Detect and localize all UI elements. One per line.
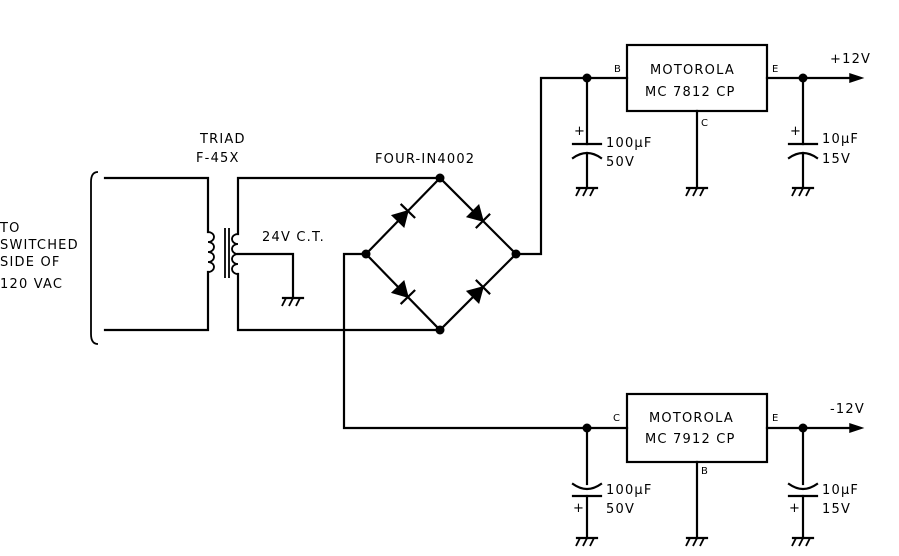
cap-polarity: + bbox=[573, 501, 585, 516]
diode-icon bbox=[465, 279, 491, 305]
secondary-bottom-lead bbox=[236, 272, 442, 332]
reg-neg-cin-value: 100µF bbox=[606, 483, 653, 498]
reg-pos-cout-voltage: 15V bbox=[822, 152, 851, 167]
reg-neg-pin-in: C bbox=[613, 413, 620, 424]
bridge-rectifier bbox=[361, 173, 521, 335]
capacitor-icon bbox=[787, 482, 819, 498]
secondary-top-lead bbox=[236, 176, 442, 236]
transformer-model: F-45X bbox=[196, 151, 240, 166]
cap-polarity: + bbox=[574, 124, 586, 139]
reg-neg-output: -12V bbox=[830, 402, 865, 417]
reg-pos-output: +12V bbox=[830, 52, 871, 67]
transformer-name: TRIAD bbox=[199, 132, 246, 147]
center-tap-label: 24V C.T. bbox=[262, 230, 325, 245]
primary-wire-bottom bbox=[103, 270, 210, 332]
input-brace bbox=[90, 171, 99, 345]
reg-pos-cin-voltage: 50V bbox=[606, 155, 635, 170]
reg-pos-brand: MOTOROLA bbox=[650, 63, 735, 78]
reg-neg-cin-voltage: 50V bbox=[606, 502, 635, 517]
reg-neg-cout-voltage: 15V bbox=[822, 502, 851, 517]
ac-input-label: TO SWITCHED SIDE OF 120 VAC bbox=[0, 221, 79, 292]
reg-pos-part: MC 7812 CP bbox=[645, 85, 736, 100]
primary-wire-top bbox=[103, 176, 210, 234]
input-label-line3: SIDE OF bbox=[0, 255, 61, 270]
diode-icon bbox=[390, 279, 416, 305]
reg-neg-pin-gnd: B bbox=[701, 466, 708, 477]
center-tap-lead bbox=[236, 252, 295, 300]
capacitor-icon bbox=[571, 482, 603, 498]
primary-coil bbox=[207, 231, 215, 273]
negative-rail-wire bbox=[342, 252, 629, 430]
negative-regulator: MOTOROLA MC 7912 CP bbox=[625, 392, 769, 464]
reg-pos-pin-in: B bbox=[614, 64, 621, 75]
ground-icon bbox=[575, 536, 599, 547]
ct-ground-icon bbox=[281, 296, 305, 307]
input-label-line1: TO bbox=[0, 221, 21, 236]
reg-neg-part: MC 7912 CP bbox=[645, 432, 736, 447]
reg-pos-pin-gnd: C bbox=[701, 118, 708, 129]
reg-neg-cout-value: 10µF bbox=[822, 483, 859, 498]
positive-regulator: MOTOROLA MC 7812 CP bbox=[625, 43, 769, 113]
input-label-line4: 120 VAC bbox=[0, 277, 63, 292]
reg-pos-cout-value: 10µF bbox=[822, 132, 859, 147]
input-label-line2: SWITCHED bbox=[0, 238, 79, 253]
diode-icon bbox=[390, 203, 416, 229]
reg-neg-pin-out: E bbox=[772, 413, 778, 424]
cap-polarity: + bbox=[789, 501, 801, 516]
ground-icon bbox=[685, 536, 709, 547]
reg-pos-pin-out: E bbox=[772, 64, 778, 75]
ground-icon bbox=[791, 186, 815, 197]
bridge-label: FOUR-IN4002 bbox=[375, 152, 475, 167]
ground-icon bbox=[575, 186, 599, 197]
reg-pos-cin-value: 100µF bbox=[606, 136, 653, 151]
output-arrow-icon bbox=[849, 422, 865, 434]
diode-icon bbox=[465, 203, 491, 229]
ground-icon bbox=[685, 186, 709, 197]
output-arrow-icon bbox=[849, 72, 865, 84]
transformer bbox=[207, 176, 442, 332]
reg-neg-brand: MOTOROLA bbox=[649, 411, 734, 426]
ground-icon bbox=[791, 536, 815, 547]
cap-polarity: + bbox=[790, 124, 802, 139]
